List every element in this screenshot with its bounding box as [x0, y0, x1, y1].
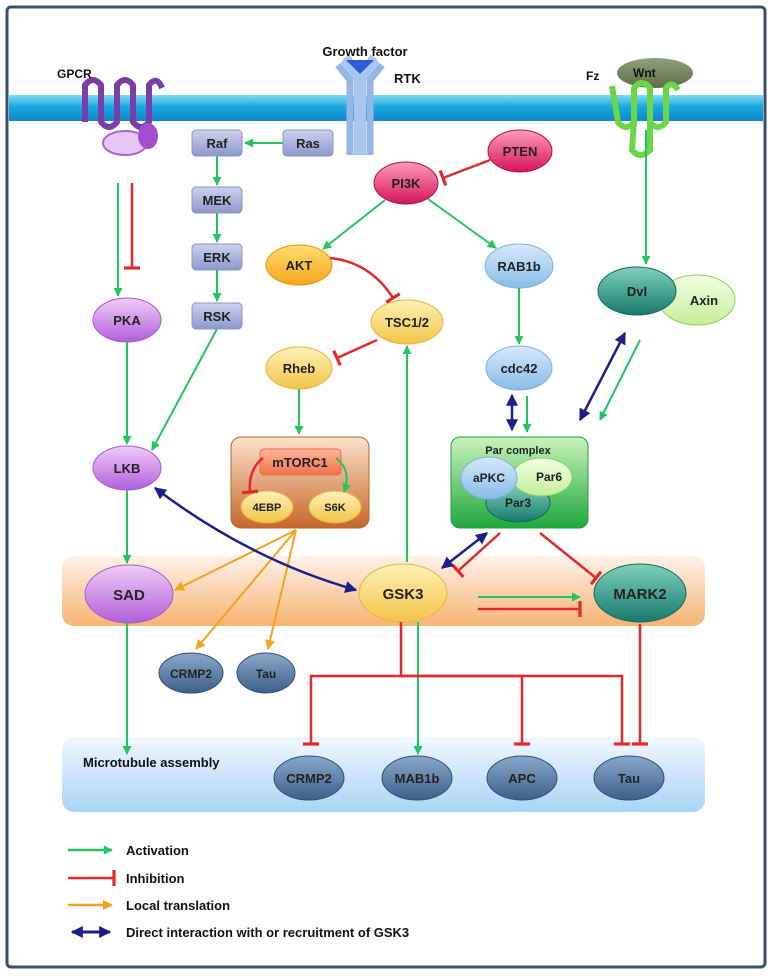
- node-s6k: S6K: [324, 502, 345, 514]
- svg-text:cdc42: cdc42: [501, 361, 538, 376]
- node-tau: Tau: [593, 755, 665, 801]
- mtorc1-box: mTORC1 4EBP S6K: [230, 436, 370, 529]
- node-sad: SAD: [84, 564, 174, 624]
- node-apc: APC: [486, 755, 558, 801]
- svg-text:Raf: Raf: [207, 136, 229, 151]
- growth-factor-label: Growth factor: [322, 44, 407, 59]
- svg-text:MAB1b: MAB1b: [395, 771, 440, 786]
- node-4ebp: 4EBP: [253, 502, 282, 514]
- node-pka: PKA: [92, 297, 162, 343]
- svg-text:MEK: MEK: [203, 193, 233, 208]
- gpcr-receptor: [82, 77, 165, 156]
- svg-text:CRMP2: CRMP2: [170, 667, 212, 681]
- svg-text:LKB: LKB: [114, 461, 141, 476]
- svg-text:RSK: RSK: [203, 309, 231, 324]
- svg-text:PKA: PKA: [113, 313, 141, 328]
- microtubule-assembly-label: Microtubule assembly: [83, 755, 220, 770]
- node-ras: Ras: [282, 129, 334, 157]
- svg-text:SAD: SAD: [113, 587, 145, 604]
- node-par6: Par6: [536, 470, 562, 484]
- par-complex-box: Par complex Par3 Par6 aPKC: [450, 436, 589, 529]
- node-par3: Par3: [505, 496, 531, 510]
- svg-text:CRMP2: CRMP2: [286, 771, 332, 786]
- legend-direct-interaction-label: Direct interaction with or recruitment o…: [126, 925, 409, 940]
- fz-receptor: [609, 58, 693, 158]
- rtk-label: RTK: [394, 71, 421, 86]
- node-rsk: RSK: [191, 302, 243, 330]
- node-crmp2: CRMP2: [273, 755, 345, 801]
- node-mtorc1: mTORC1: [272, 455, 327, 470]
- svg-text:TSC1/2: TSC1/2: [385, 315, 429, 330]
- node-rab1b: RAB1b: [484, 243, 554, 289]
- node-raf: Raf: [191, 129, 243, 157]
- node-axin: Axin: [658, 274, 736, 326]
- node-mek: MEK: [191, 186, 243, 214]
- svg-text:Axin: Axin: [690, 293, 718, 308]
- legend-local-translation-label: Local translation: [126, 898, 230, 913]
- node-crmp2-local: CRMP2: [158, 652, 224, 694]
- svg-text:MARK2: MARK2: [613, 586, 666, 603]
- wnt-label: Wnt: [633, 66, 656, 80]
- svg-text:Tau: Tau: [618, 771, 640, 786]
- legend-inhibition-label: Inhibition: [126, 871, 185, 886]
- node-mab1b: MAB1b: [381, 755, 453, 801]
- legend-activation-label: Activation: [126, 843, 189, 858]
- node-gsk3: GSK3: [358, 563, 448, 623]
- activation-arrows: [113, 130, 651, 755]
- svg-text:Dvl: Dvl: [627, 284, 647, 299]
- legend: Activation Inhibition Local translation …: [68, 843, 409, 940]
- node-apkc: aPKC: [473, 471, 505, 485]
- svg-text:APC: APC: [508, 771, 536, 786]
- svg-text:GSK3: GSK3: [383, 586, 424, 603]
- par-complex-label: Par complex: [485, 445, 551, 457]
- node-akt: AKT: [265, 244, 333, 286]
- fz-label: Fz: [586, 69, 599, 83]
- svg-text:PI3K: PI3K: [392, 176, 422, 191]
- direct-interaction-arrows: [154, 331, 627, 593]
- svg-text:AKT: AKT: [286, 258, 313, 273]
- rtk-receptor: [335, 54, 385, 155]
- node-pi3k: PI3K: [373, 161, 439, 205]
- node-erk: ERK: [191, 243, 243, 271]
- node-mark2: MARK2: [593, 563, 687, 623]
- node-dvl: Dvl: [597, 266, 677, 316]
- svg-text:RAB1b: RAB1b: [497, 259, 540, 274]
- svg-text:ERK: ERK: [203, 250, 231, 265]
- svg-text:Tau: Tau: [256, 667, 276, 681]
- svg-text:Rheb: Rheb: [283, 361, 316, 376]
- node-cdc42: cdc42: [485, 345, 553, 391]
- svg-text:Ras: Ras: [296, 136, 320, 151]
- node-pten: PTEN: [487, 129, 553, 173]
- node-tau-local: Tau: [236, 652, 296, 694]
- gpcr-label: GPCR: [57, 67, 92, 81]
- node-rheb: Rheb: [265, 346, 333, 390]
- node-tsc: TSC1/2: [370, 299, 444, 345]
- svg-text:PTEN: PTEN: [503, 144, 538, 159]
- node-lkb: LKB: [92, 445, 162, 491]
- inhibition-arrows: [124, 158, 648, 746]
